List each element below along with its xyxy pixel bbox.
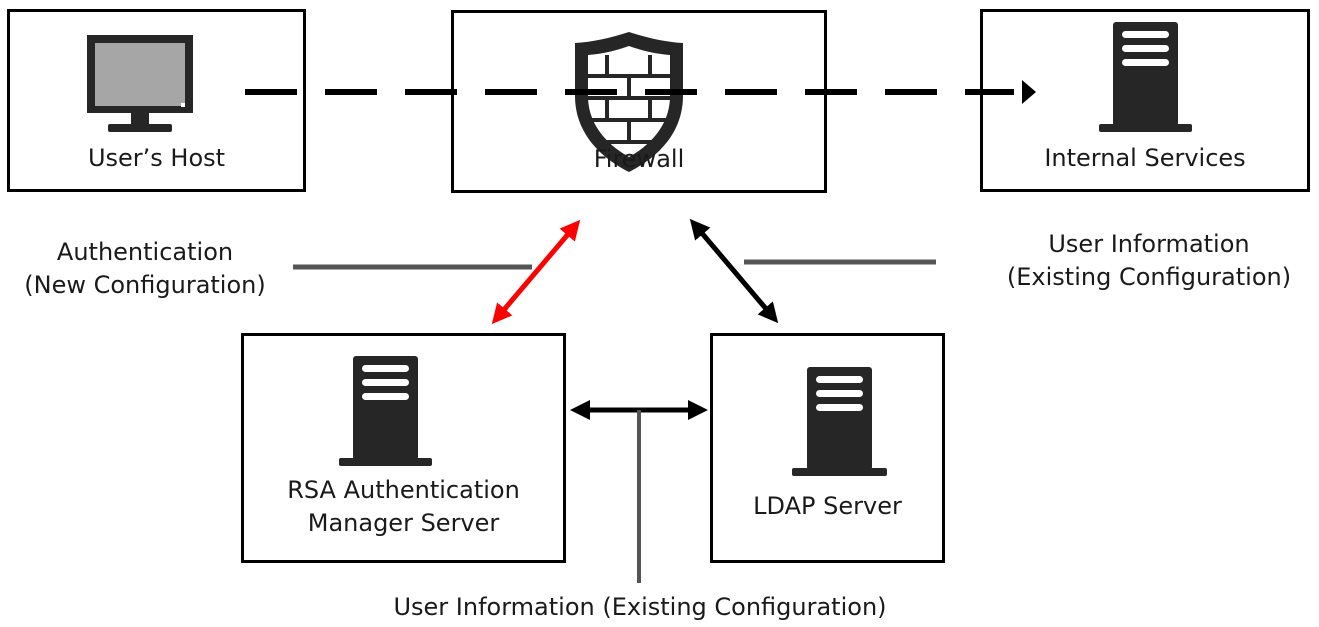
users-host-label: User’s Host: [87, 144, 226, 172]
authentication-note-line1: Authentication: [56, 238, 234, 266]
user-info-right-note-line2: (Existing Configuration): [1006, 263, 1292, 291]
internal-services-label: Internal Services: [1044, 144, 1246, 172]
rsa-server-label-line2: Manager Server: [307, 509, 500, 537]
user-info-right-note-line1: User Information: [1048, 230, 1250, 258]
ldap-server-label: LDAP Server: [753, 492, 902, 520]
server-icon: [1099, 22, 1192, 132]
server-icon: [792, 367, 887, 476]
user-info-bottom-note: User Information (Existing Configuration…: [393, 593, 887, 621]
traffic-flow-arrowhead: [1022, 80, 1036, 104]
ldap-user-info-arrow: [689, 218, 779, 324]
firewall-shield-icon: [575, 32, 683, 172]
server-icon: [339, 356, 432, 466]
authentication-arrow: [491, 219, 581, 325]
monitor-icon: [87, 35, 193, 132]
firewall-label: Firewall: [593, 145, 685, 173]
authentication-note-line2: (New Configuration): [24, 271, 266, 299]
rsa-server-label-line1: RSA Authentication: [287, 476, 520, 504]
